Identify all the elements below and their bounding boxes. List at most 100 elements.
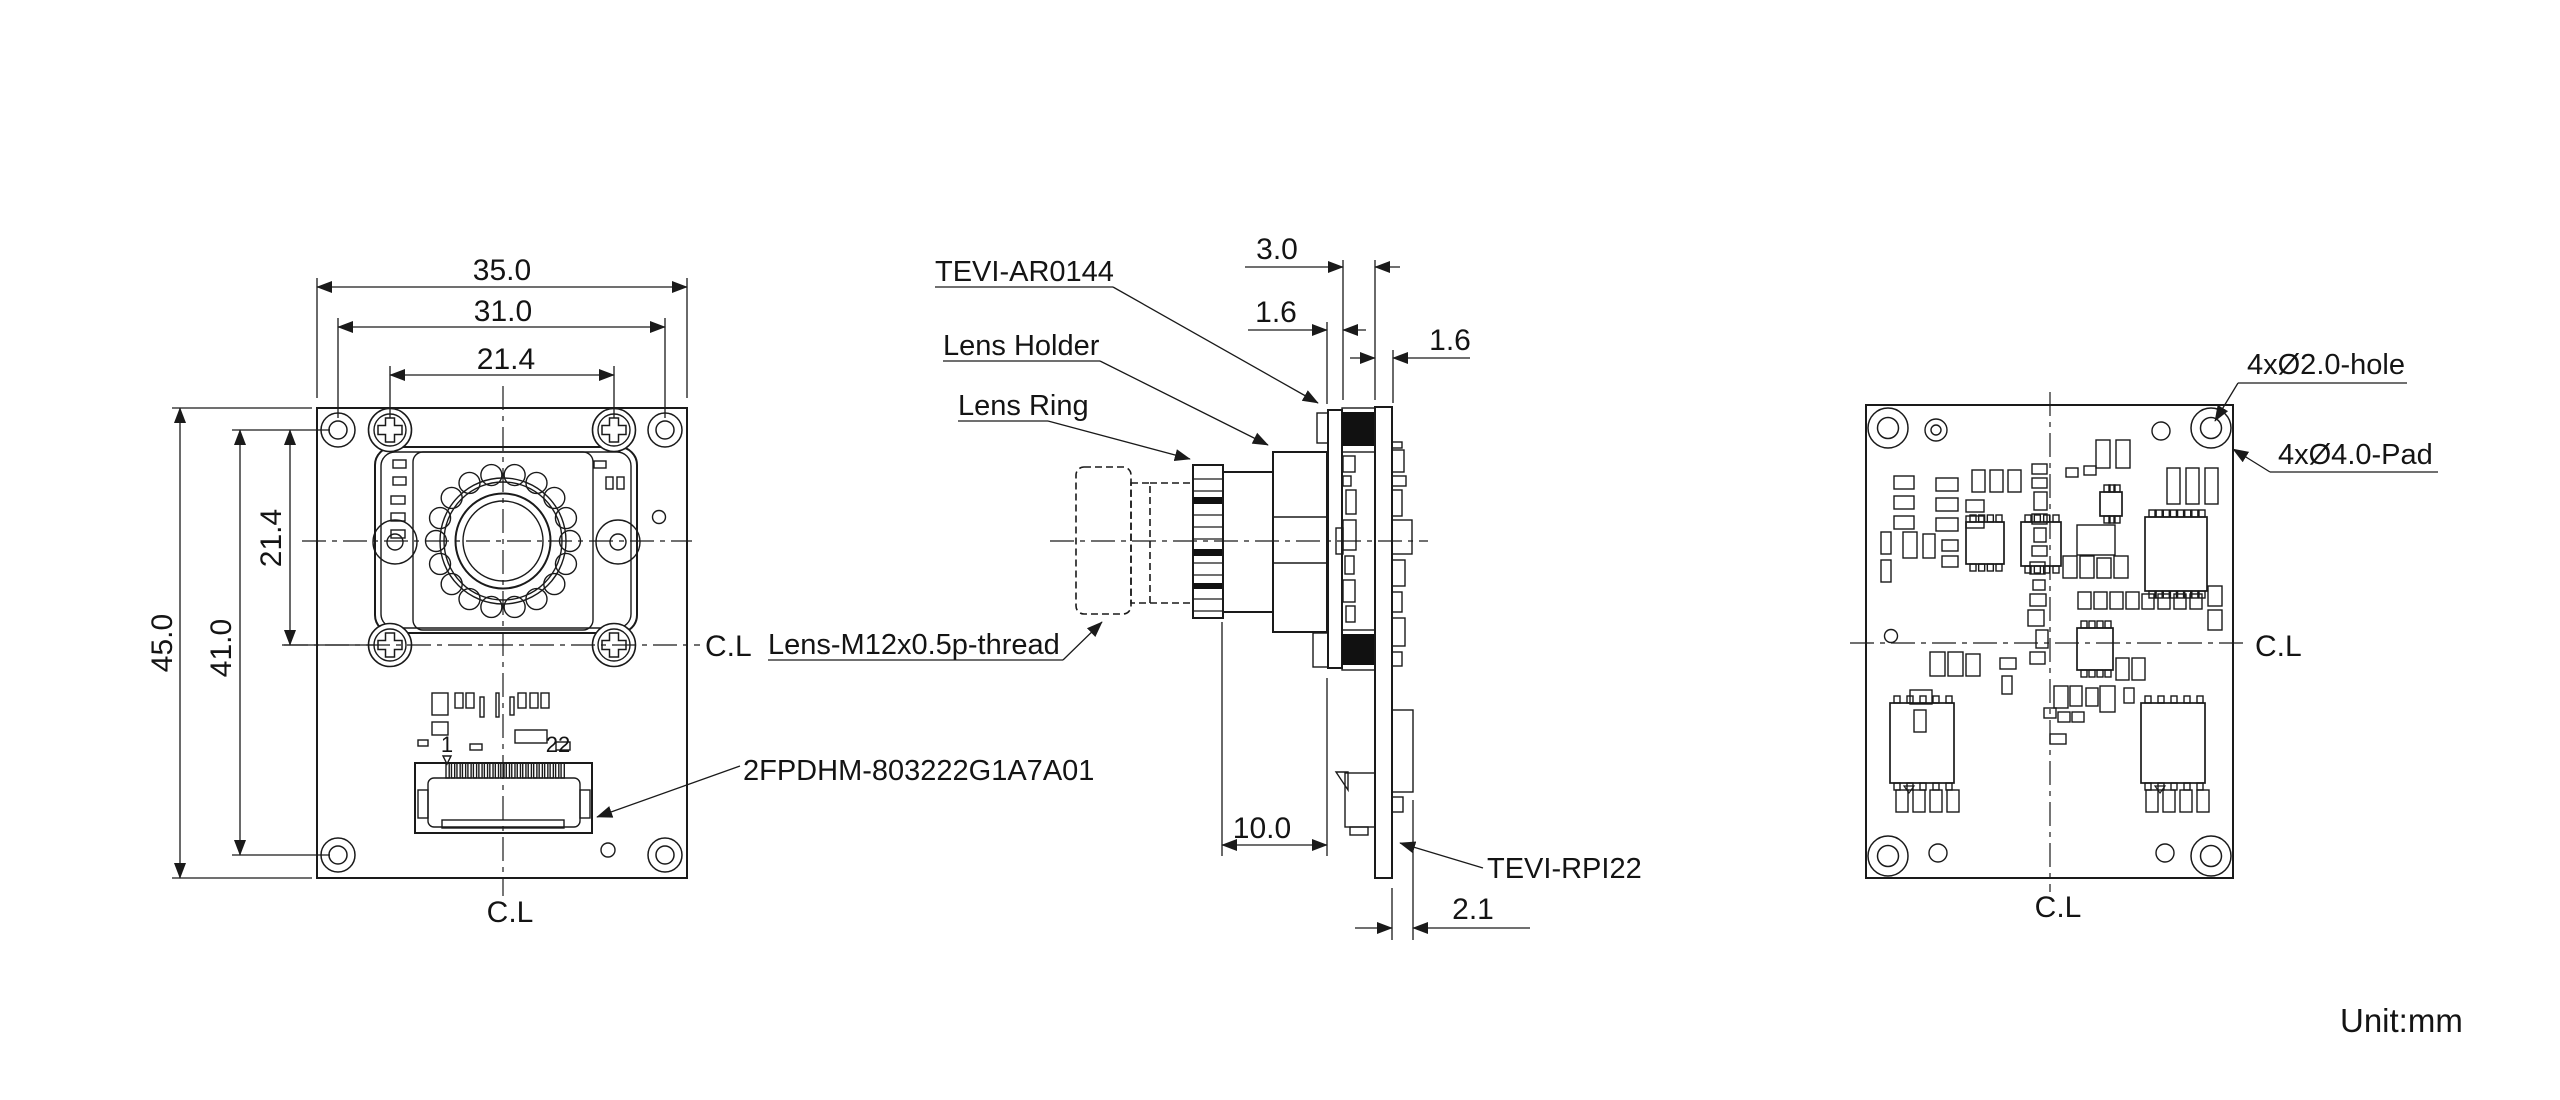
smd-component [2125, 591, 2140, 610]
smd-component [1971, 469, 1986, 493]
side-dim-2-1: 2.1 [1355, 800, 1530, 940]
holder-ear-right [595, 519, 641, 565]
smd-component [2029, 593, 2047, 607]
scallop-bump [458, 587, 481, 611]
dim-1-6-adapter-text: 1.6 [1429, 324, 1471, 357]
smd-component [2069, 685, 2083, 707]
back-small-hole-bl [1928, 843, 1948, 863]
smd-component [2032, 579, 2046, 591]
side-view: 3.0 1.6 1.6 10.0 2.1 TE [768, 233, 1642, 940]
holder-ear-left [372, 519, 418, 565]
back-corner-hole [2199, 844, 2223, 868]
ic-pin [1945, 782, 1953, 791]
connector-pin [478, 762, 483, 779]
ic-pin [2148, 509, 2156, 518]
scallop-bump [554, 552, 578, 576]
corner-hole [328, 845, 348, 865]
side-component [1342, 579, 1356, 603]
lens-barrel-side [1222, 471, 1274, 613]
smd-component [465, 692, 475, 709]
hole-callout-label: 4xØ2.0-hole [2247, 349, 2405, 381]
smd-component [1893, 515, 1915, 530]
smd-component [2099, 685, 2116, 713]
dim-1-6-sensor-text: 1.6 [1255, 296, 1297, 329]
smd-component [2185, 467, 2200, 505]
smd-component [1902, 531, 1918, 559]
smd-component [555, 741, 571, 751]
ic-body [2144, 516, 2208, 592]
ic-pin [2148, 590, 2156, 599]
side-component [1391, 519, 1413, 555]
back-corner-hole [2199, 416, 2223, 440]
ic-pin [2198, 509, 2206, 518]
connector-pin [461, 762, 467, 779]
holder-flange-bottom [1312, 632, 1329, 668]
back-view: C.L C.L 4xØ2.0-hole 4xØ4.0-Pad [1850, 349, 2438, 924]
connector-pin [543, 762, 549, 779]
dim-3-0-text: 3.0 [1256, 233, 1298, 266]
vent-pad [616, 476, 625, 490]
side-component [1342, 475, 1352, 487]
smd-component [509, 696, 515, 716]
smd-component [2141, 593, 2155, 610]
back-centerline-label-right: C.L [2255, 630, 2302, 663]
ic-pin [2103, 515, 2111, 524]
ic-body [1889, 702, 1955, 784]
scallop-bump [458, 471, 481, 495]
smd-component [2031, 477, 2048, 489]
connector-pin [554, 762, 560, 779]
side-component [1391, 441, 1403, 449]
smd-component [1913, 709, 1927, 733]
smd-component [1947, 651, 1964, 677]
side-component [1342, 455, 1356, 473]
ic-pin [2052, 565, 2060, 574]
smd-component [479, 696, 485, 718]
dim-21-4-v-text: 21.4 [255, 509, 288, 567]
dim-41-text: 41.0 [205, 619, 238, 677]
back-pcb-components [1880, 439, 2223, 813]
side-component [1391, 449, 1405, 473]
front-centerline-label-right: C.L [705, 630, 752, 663]
front-board-outline [316, 407, 688, 879]
lens-dashed-thread [1130, 482, 1151, 604]
ic-inner-frame [2076, 524, 2116, 556]
smd-component [2053, 685, 2069, 709]
smd-component [2031, 513, 2048, 525]
front-centerline-label-bottom: C.L [487, 896, 534, 929]
side-dim-1-6-sensor: 1.6 [1248, 296, 1366, 404]
smd-component [2049, 733, 2067, 745]
ic-pin [2183, 695, 2191, 704]
connector-pin [450, 762, 456, 779]
side-component [1391, 617, 1406, 647]
back-corner-pads [1867, 407, 2232, 877]
corner-hole [328, 420, 348, 440]
lens-thread-label: Lens-M12x0.5p-thread [768, 629, 1060, 661]
front-dim-21-4-h: 21.4 [389, 343, 615, 418]
smd-component [2035, 629, 2049, 649]
side-dim-1-6-adapter: 1.6 [1350, 324, 1471, 403]
ic-pin [2096, 620, 2104, 629]
smd-component [2207, 609, 2223, 631]
back-via-inner [1930, 424, 1942, 436]
connector-pin [549, 762, 555, 779]
front-small-hole [651, 509, 667, 525]
connector-tab-right [579, 789, 591, 819]
smd-component [1912, 789, 1926, 813]
smd-component [1935, 477, 1959, 492]
connector-pin [522, 762, 527, 779]
corner-hole [655, 420, 675, 440]
scallop-bump [525, 587, 548, 611]
ic-pin [1977, 563, 1986, 572]
connector-pin [560, 762, 565, 779]
ic-pin [1986, 514, 1995, 523]
vent-pad [390, 529, 406, 539]
smd-component [2033, 527, 2047, 543]
ic-pin [2176, 509, 2185, 518]
ic-pin [1932, 695, 1940, 704]
smd-component [529, 692, 539, 709]
dim-31-text: 31.0 [474, 295, 532, 328]
connector-pin [538, 762, 544, 779]
label-pads: 4xØ4.0-Pad [2232, 439, 2438, 473]
smd-component [2031, 545, 2048, 557]
smd-component [2115, 439, 2131, 469]
